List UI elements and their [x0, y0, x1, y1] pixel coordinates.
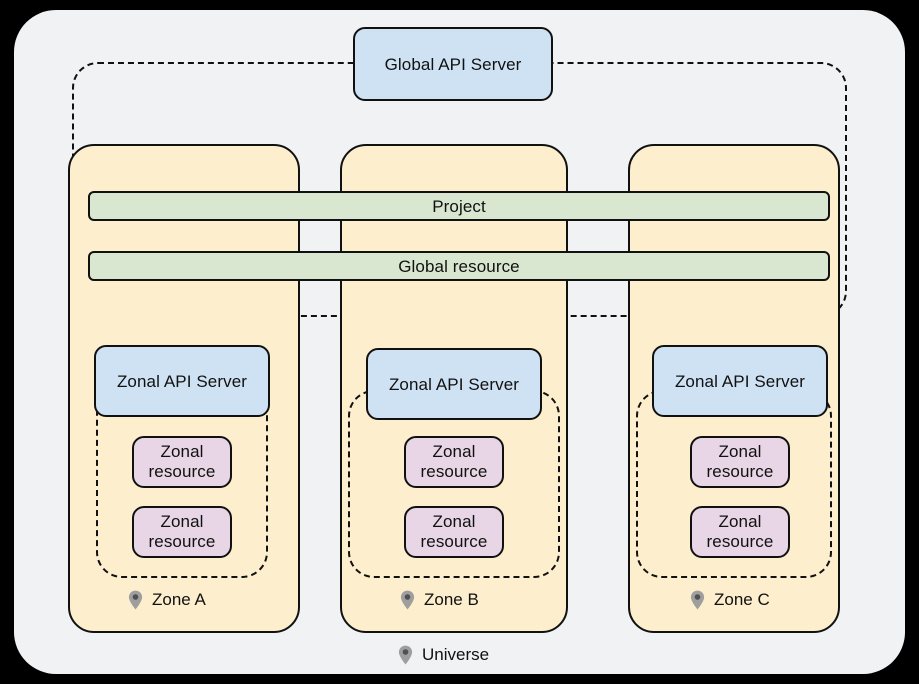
- zonal-api-server-zone-c[interactable]: Zonal API Server: [652, 345, 828, 417]
- zonal-resource-line1: Zonal: [160, 512, 204, 531]
- zone-label-zone-b: Zone B: [400, 590, 479, 610]
- global-api-server-node[interactable]: Global API Server: [353, 27, 553, 101]
- zonal-resource-zone-c-2[interactable]: Zonal resource: [690, 506, 790, 558]
- zonal-resource-line2: resource: [420, 462, 488, 481]
- zonal-resource-line1: Zonal: [432, 512, 476, 531]
- zone-label-zone-c: Zone C: [690, 590, 770, 610]
- project-bar[interactable]: Project: [88, 191, 830, 221]
- zonal-resource-line2: resource: [148, 532, 216, 551]
- map-pin-icon: [690, 590, 705, 610]
- zonal-api-server-zone-b[interactable]: Zonal API Server: [366, 348, 542, 420]
- zonal-resource-line1: Zonal: [718, 512, 762, 531]
- zonal-resource-line1: Zonal: [432, 442, 476, 461]
- zonal-resource-line1: Zonal: [160, 442, 204, 461]
- universe-label: Universe: [398, 645, 489, 665]
- zonal-resource-zone-b-2[interactable]: Zonal resource: [404, 506, 504, 558]
- zonal-resource-line2: resource: [706, 462, 774, 481]
- zonal-resource-zone-a-2[interactable]: Zonal resource: [132, 506, 232, 558]
- zonal-resource-zone-a-1[interactable]: Zonal resource: [132, 436, 232, 488]
- zonal-resource-line2: resource: [148, 462, 216, 481]
- universe-label-text: Universe: [422, 645, 490, 664]
- zone-label-zone-a: Zone A: [128, 590, 206, 610]
- zone-label-text: Zone C: [714, 590, 770, 609]
- zone-label-text: Zone A: [152, 590, 206, 609]
- zonal-resource-zone-b-1[interactable]: Zonal resource: [404, 436, 504, 488]
- zonal-resource-line2: resource: [706, 532, 774, 551]
- zonal-resource-line1: Zonal: [718, 442, 762, 461]
- zone-label-text: Zone B: [424, 590, 479, 609]
- map-pin-icon: [398, 645, 413, 665]
- zonal-api-server-zone-a[interactable]: Zonal API Server: [94, 345, 270, 417]
- map-pin-icon: [128, 590, 143, 610]
- map-pin-icon: [400, 590, 415, 610]
- global-resource-bar[interactable]: Global resource: [88, 251, 830, 281]
- zonal-resource-line2: resource: [420, 532, 488, 551]
- zonal-resource-zone-c-1[interactable]: Zonal resource: [690, 436, 790, 488]
